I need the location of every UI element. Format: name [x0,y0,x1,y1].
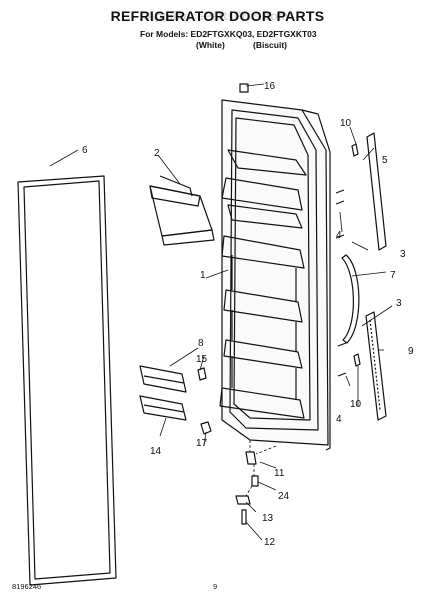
callout-14: 14 [150,446,162,457]
dairy-compartment-door [149,175,215,246]
shelf-bar-upper [139,365,187,393]
callout-10-lower: 10 [350,399,362,410]
callout-4-lower: 4 [336,414,342,425]
door-gasket [17,175,117,586]
page-number: 9 [213,582,218,591]
small-parts [197,83,361,525]
handle-trim-lower [365,311,387,421]
callout-3-upper: 3 [400,249,406,260]
variant-white: (White) [196,40,225,50]
leader-lines [49,83,393,541]
models-line: For Models: ED2FTGXKQ03, ED2FTGXKT03 [140,29,317,39]
callout-3-lower: 3 [396,298,402,309]
callout-24: 24 [278,491,290,502]
page-title: REFRIGERATOR DOOR PARTS [110,8,325,24]
handle-trim-upper [366,132,387,251]
callout-11: 11 [274,468,285,479]
callout-7: 7 [390,270,396,281]
shelf-bar-lower [139,395,187,421]
callout-1: 1 [200,270,206,281]
callout-5: 5 [382,155,388,166]
callout-4-upper: 4 [336,230,342,241]
doc-number: 8196246 [12,582,42,591]
callout-8: 8 [198,338,204,349]
callout-10-upper: 10 [340,118,352,129]
callout-16: 16 [264,81,276,92]
callout-17: 17 [196,438,208,449]
callout-12: 12 [264,537,276,548]
callout-labels: 1 3 3 4 4 5 6 7 8 9 10 10 11 12 13 14 15… [82,81,414,548]
callout-6: 6 [82,145,88,156]
callout-15: 15 [196,354,208,365]
watermark: AppliancePartsPros.com [146,9,289,23]
variant-biscuit: (Biscuit) [253,40,287,50]
callout-9: 9 [408,346,414,357]
callout-2: 2 [154,148,160,159]
callout-13: 13 [262,513,274,524]
door-handle [341,254,360,344]
door-panel [219,99,331,451]
